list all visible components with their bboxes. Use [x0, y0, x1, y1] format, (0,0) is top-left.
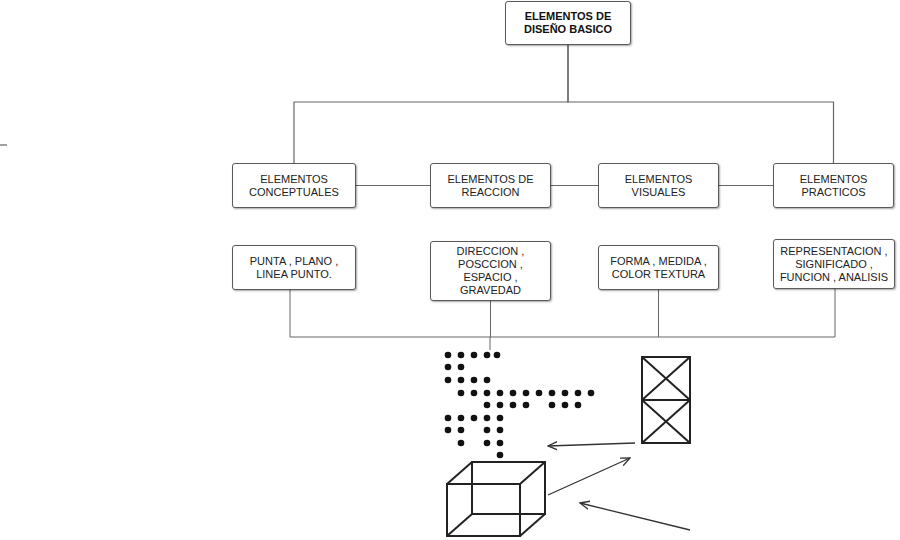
dot — [510, 402, 517, 409]
dot — [575, 390, 582, 397]
dot — [562, 402, 569, 409]
detail-box: REPRESENTACION , SIGNIFICADO , FUNCION ,… — [773, 239, 895, 289]
box-label: ELEMENTOS DE DISEÑO BASICO — [511, 10, 625, 36]
box-label: DIRECCION , POSCCION , ESPACIO , GRAVEDA… — [436, 245, 545, 297]
dot — [445, 364, 452, 371]
dot — [484, 402, 491, 409]
crossed-box — [642, 357, 690, 443]
dot — [471, 390, 478, 397]
dot — [458, 415, 465, 422]
dot — [484, 440, 491, 447]
dot — [458, 390, 465, 397]
dot — [510, 390, 517, 397]
box-label: ELEMENTOS DE REACCION — [436, 173, 545, 199]
bracket-leg — [290, 290, 291, 337]
dot — [484, 377, 491, 384]
dot — [523, 390, 530, 397]
dot — [497, 440, 504, 447]
dot — [445, 352, 452, 359]
dot — [497, 452, 504, 459]
detail-box: DIRECCION , POSCCION , ESPACIO , GRAVEDA… — [430, 241, 551, 301]
illustration-ground — [440, 348, 702, 540]
connector — [719, 185, 773, 186]
box-label: REPRESENTACION , SIGNIFICADO , FUNCION ,… — [779, 245, 889, 284]
dot — [458, 427, 465, 434]
dot — [588, 390, 595, 397]
dot — [484, 415, 491, 422]
box-label: ELEMENTOS CONCEPTUALES — [238, 173, 350, 199]
dot — [471, 352, 478, 359]
category-box: ELEMENTOS VISUALES — [598, 163, 719, 208]
edge-mark — [0, 145, 7, 146]
dot — [458, 364, 465, 371]
bracket-bar — [290, 337, 835, 338]
dot — [471, 377, 478, 384]
cube — [447, 462, 545, 536]
dot — [458, 352, 465, 359]
dot — [497, 415, 504, 422]
bracket-stem — [490, 337, 491, 350]
connector — [356, 185, 430, 186]
dot — [497, 427, 504, 434]
category-box: ELEMENTOS DE REACCION — [430, 163, 551, 208]
dot — [471, 415, 478, 422]
dot — [484, 352, 491, 359]
box-label: PUNTA , PLANO , LINEA PUNTO. — [238, 255, 350, 281]
connector — [294, 45, 568, 163]
dot — [575, 402, 582, 409]
dot — [549, 390, 556, 397]
dot — [494, 352, 501, 359]
bracket-leg — [835, 289, 836, 337]
dot — [549, 402, 556, 409]
box-label: ELEMENTOS VISUALES — [604, 173, 713, 199]
connector — [551, 185, 598, 186]
dot — [445, 415, 452, 422]
dot — [445, 377, 452, 384]
dot — [523, 402, 530, 409]
dot — [458, 440, 465, 447]
connector — [568, 45, 834, 163]
bottom-bracket — [290, 289, 835, 350]
dot-figure — [445, 352, 595, 459]
bracket-leg — [658, 290, 659, 337]
dot — [458, 377, 465, 384]
root-box: ELEMENTOS DE DISEÑO BASICO — [505, 1, 631, 45]
category-box: ELEMENTOS CONCEPTUALES — [232, 163, 356, 208]
box-label: ELEMENTOS PRACTICOS — [779, 173, 888, 199]
dot — [497, 402, 504, 409]
dot — [497, 390, 504, 397]
dot — [484, 390, 491, 397]
detail-box: PUNTA , PLANO , LINEA PUNTO. — [232, 245, 356, 290]
box-label: FORMA , MEDIDA , COLOR TEXTURA — [604, 255, 713, 281]
figure-arrows — [548, 443, 690, 530]
bracket-leg — [490, 301, 491, 337]
dot — [562, 390, 569, 397]
dot — [445, 427, 452, 434]
category-box: ELEMENTOS PRACTICOS — [773, 163, 894, 208]
dot — [536, 390, 543, 397]
dot — [484, 427, 491, 434]
detail-box: FORMA , MEDIDA , COLOR TEXTURA — [598, 245, 719, 290]
